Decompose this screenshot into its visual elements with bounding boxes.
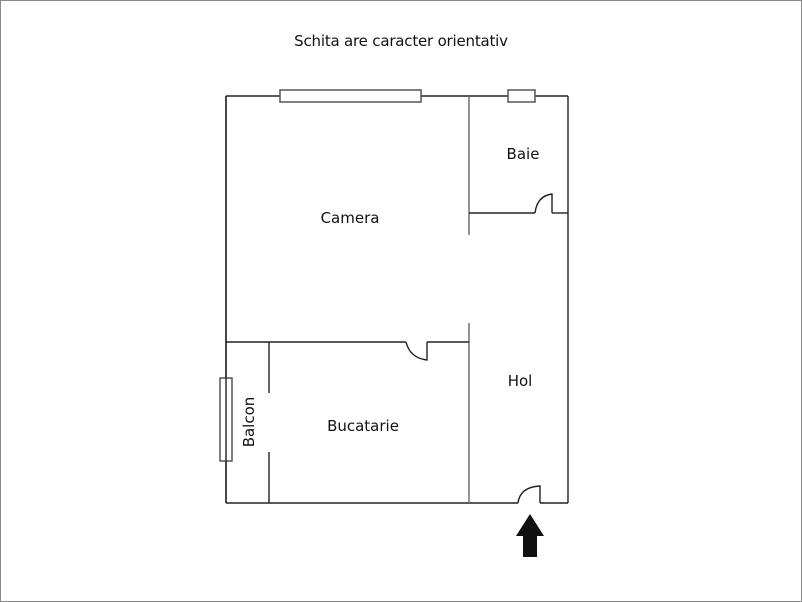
plan-caption: Schita are caracter orientativ	[294, 32, 508, 50]
baie-door-swing	[534, 193, 553, 214]
room-label-bucatarie: Bucatarie	[327, 417, 399, 435]
entrance-door-swing	[517, 485, 541, 504]
room-label-hol: Hol	[507, 372, 533, 390]
window-baie	[507, 89, 536, 103]
bucatarie-door-swing	[405, 341, 428, 361]
window-camera	[279, 89, 422, 103]
room-label-balcon: Balcon	[240, 396, 258, 448]
arrow-up-icon	[516, 514, 544, 557]
room-label-baie: Baie	[506, 145, 540, 163]
room-label-camera: Camera	[320, 209, 380, 227]
